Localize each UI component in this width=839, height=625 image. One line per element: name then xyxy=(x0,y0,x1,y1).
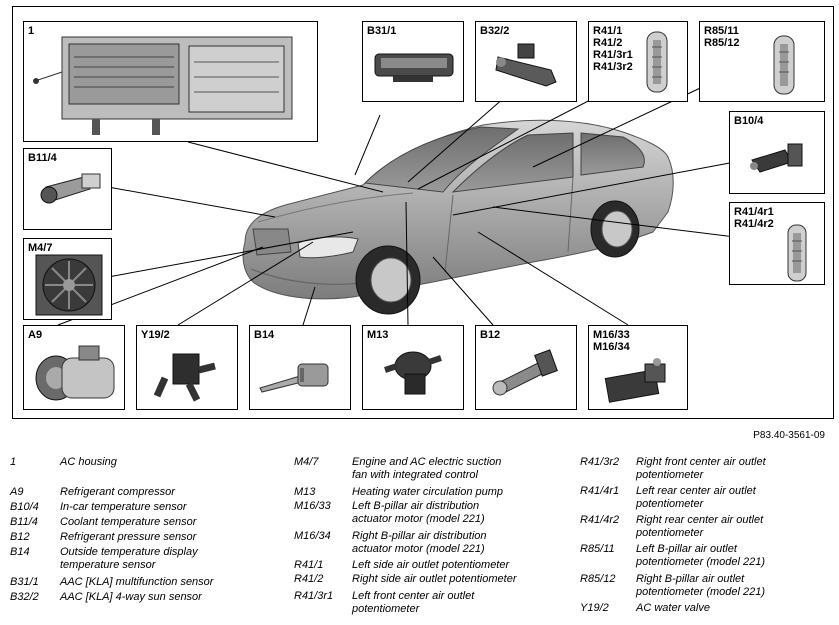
callout-box-1: 1 xyxy=(23,21,318,142)
legend-desc: Refrigerant pressure sensor xyxy=(60,531,197,543)
legend-desc: Right B-pillar air distribution actuator… xyxy=(352,530,487,555)
callout-box-r41-group: R41/1 R41/2 R41/3r1 R41/3r2 xyxy=(588,21,688,102)
legend-code: A9 xyxy=(10,486,24,498)
callout-box-m4-7: M4/7 xyxy=(23,238,112,320)
legend-code: B14 xyxy=(10,546,30,558)
callout-label: Y19/2 xyxy=(141,329,170,341)
callout-box-r85-group: R85/11 R85/12 xyxy=(699,21,825,102)
legend-desc: Left B-pillar air distribution actuator … xyxy=(352,500,485,525)
legend-desc: Left front center air outlet potentiomet… xyxy=(352,590,475,615)
coolant-sensor-image xyxy=(40,173,101,204)
legend-desc: In-car temperature sensor xyxy=(60,501,187,513)
in-car-sensor-image xyxy=(750,143,803,173)
callout-label: B11/4 xyxy=(28,152,57,164)
legend-code: R85/11 xyxy=(580,543,615,555)
callout-label: M16/33 M16/34 xyxy=(593,329,630,353)
water-valve-image xyxy=(153,353,216,402)
legend-code: B12 xyxy=(10,531,30,543)
legend-code: Y19/2 xyxy=(580,602,609,614)
potentiometer-image xyxy=(773,35,795,95)
actuator-motor-image xyxy=(604,358,666,403)
legend-code: M16/34 xyxy=(294,530,331,542)
ac-housing-image xyxy=(33,36,293,135)
multifunction-sensor-image xyxy=(374,53,454,82)
callout-box-b10-4: B10/4 xyxy=(729,111,825,194)
callout-box-m13: M13 xyxy=(362,325,464,410)
callout-box-y19-2: Y19/2 xyxy=(136,325,238,410)
legend-desc: AAC [KLA] 4-way sun sensor xyxy=(60,591,202,603)
legend-desc: Right front center air outlet potentiome… xyxy=(636,456,766,481)
component-diagram: 1 B31/1 B32/2 xyxy=(12,6,834,419)
callout-label: B14 xyxy=(254,329,275,341)
legend-code: M13 xyxy=(294,486,316,498)
sun-sensor-image xyxy=(495,43,557,87)
callout-box-b11-4: B11/4 xyxy=(23,148,112,230)
callout-label: 1 xyxy=(28,25,35,37)
legend-code: R41/1 xyxy=(294,559,324,571)
legend-desc: Coolant temperature sensor xyxy=(60,516,197,528)
legend-code: B11/4 xyxy=(10,516,38,528)
legend-code: R41/4r1 xyxy=(580,485,620,497)
callout-label: B31/1 xyxy=(367,25,397,37)
legend-desc: Outside temperature display temperature … xyxy=(60,546,198,571)
legend-code: M16/33 xyxy=(294,500,331,512)
callout-box-r41-4-group: R41/4r1 R41/4r2 xyxy=(729,202,825,285)
legend-desc: Left rear center air outlet potentiomete… xyxy=(636,485,756,510)
legend-code: M4/7 xyxy=(294,456,319,468)
callout-label: B12 xyxy=(480,329,501,341)
legend-code: 1 xyxy=(10,456,17,468)
callout-box-m16-group: M16/33 M16/34 xyxy=(588,325,688,410)
callout-box-b32-2: B32/2 xyxy=(475,21,577,102)
legend-desc: AC housing xyxy=(60,456,117,468)
potentiometer-image xyxy=(787,224,807,282)
legend-code: B10/4 xyxy=(10,501,39,513)
legend-desc: Refrigerant compressor xyxy=(60,486,175,498)
pressure-sensor-image xyxy=(492,349,558,396)
legend-code: R41/2 xyxy=(294,573,324,585)
legend-desc: Engine and AC electric suction fan with … xyxy=(352,456,502,481)
circulation-pump-image xyxy=(384,351,442,395)
legend-desc: AC water valve xyxy=(636,602,710,614)
outside-temp-sensor-image xyxy=(259,363,329,393)
callout-box-b12: B12 xyxy=(475,325,577,410)
legend-desc: Right B-pillar air outlet potentiometer … xyxy=(636,573,766,598)
legend-desc: Left side air outlet potentiometer xyxy=(352,559,510,571)
callout-box-a9: A9 xyxy=(23,325,125,410)
legend-desc: AAC [KLA] multifunction sensor xyxy=(60,576,214,588)
callout-label: B10/4 xyxy=(734,115,764,127)
legend-code: R85/12 xyxy=(580,573,616,585)
callout-label: A9 xyxy=(28,329,43,341)
legend-desc: Left B-pillar air outlet potentiometer (… xyxy=(636,543,766,568)
legend-code: B31/1 xyxy=(10,576,39,588)
legend: 1 AC housing A9 Refrigerant compressor B… xyxy=(0,452,839,622)
suction-fan-image xyxy=(35,254,103,316)
callout-box-b31-1: B31/1 xyxy=(362,21,464,102)
callout-label: M13 xyxy=(367,329,389,341)
callout-box-b14: B14 xyxy=(249,325,351,410)
legend-code: R41/3r1 xyxy=(294,590,334,602)
callout-label: R85/11 R85/12 xyxy=(704,25,740,49)
callout-label: R41/1 R41/2 R41/3r1 R41/3r2 xyxy=(593,25,633,73)
callout-label: R41/4r1 R41/4r2 xyxy=(734,206,774,230)
legend-desc: Right side air outlet potentiometer xyxy=(352,573,517,585)
legend-desc: Heating water circulation pump xyxy=(352,486,504,498)
legend-desc: Right rear center air outlet potentiomet… xyxy=(636,514,764,539)
legend-code: R41/3r2 xyxy=(580,456,620,468)
compressor-image xyxy=(35,345,115,401)
legend-code: R41/4r2 xyxy=(580,514,620,526)
potentiometer-image xyxy=(646,31,668,93)
legend-code: B32/2 xyxy=(10,591,39,603)
callout-label: M4/7 xyxy=(28,242,53,254)
callout-label: B32/2 xyxy=(480,25,510,37)
document-reference: P83.40-3561-09 xyxy=(753,430,825,441)
